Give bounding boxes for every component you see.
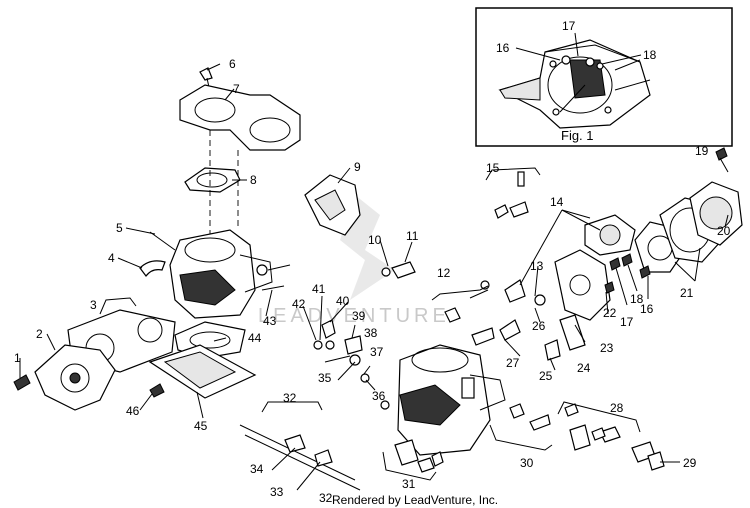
- callout-15: 15: [486, 161, 500, 175]
- callout-1: 1: [14, 351, 21, 365]
- left-carburetor-parts: [13, 67, 361, 411]
- callout-2: 2: [36, 327, 43, 341]
- callout-41: 41: [312, 282, 326, 296]
- callout-13: 13: [530, 259, 544, 273]
- callout-38: 38: [364, 326, 378, 340]
- callout-37: 37: [370, 345, 384, 359]
- inset-caption: Fig. 1: [561, 128, 594, 143]
- callout-23: 23: [600, 341, 614, 355]
- callout-28: 28: [610, 401, 624, 415]
- callout-19: 19: [695, 144, 709, 158]
- callout-21: 21: [680, 286, 694, 300]
- callout-5: 5: [116, 221, 123, 235]
- callout-22: 22: [603, 306, 617, 320]
- linkage-parts: [313, 261, 416, 383]
- callout-36: 36: [372, 389, 386, 403]
- callout-34: 34: [250, 462, 264, 476]
- callout-6: 6: [229, 57, 236, 71]
- callout-32-top: 32: [283, 391, 297, 405]
- callout-32-bottom: 32: [319, 491, 333, 505]
- callout-45: 45: [194, 419, 208, 433]
- callout-9: 9: [354, 160, 361, 174]
- callout-30: 30: [520, 456, 534, 470]
- callout-labels: 1 2 3 4 5 6 7 8 9 10 11 12 13 14 15 16 1…: [14, 57, 731, 505]
- callout-10: 10: [368, 233, 382, 247]
- callout-24: 24: [577, 361, 591, 375]
- callout-46: 46: [126, 404, 140, 418]
- callout-4: 4: [108, 251, 115, 265]
- callout-17: 17: [620, 315, 634, 329]
- callout-20: 20: [717, 224, 731, 238]
- callout-33: 33: [270, 485, 284, 499]
- callout-35: 35: [318, 371, 332, 385]
- callout-29: 29: [683, 456, 697, 470]
- inset-callout-18: 18: [643, 48, 657, 62]
- callout-16: 16: [640, 302, 654, 316]
- callout-12: 12: [437, 266, 451, 280]
- callout-44: 44: [248, 331, 262, 345]
- callout-18: 18: [630, 292, 644, 306]
- callout-8: 8: [250, 173, 257, 187]
- inset-callout-16: 16: [496, 41, 510, 55]
- callout-11: 11: [406, 229, 419, 243]
- callout-39: 39: [352, 309, 366, 323]
- footer-credit: Rendered by LeadVenture, Inc.: [332, 493, 498, 507]
- callout-3: 3: [90, 298, 97, 312]
- inset-callout-17: 17: [562, 19, 576, 33]
- callout-27: 27: [506, 356, 520, 370]
- callout-40: 40: [336, 294, 350, 308]
- leader-lines: [19, 63, 729, 491]
- callout-43: 43: [263, 314, 277, 328]
- callout-7: 7: [233, 82, 240, 96]
- inset-figure: [475, 7, 733, 147]
- callout-25: 25: [539, 369, 553, 383]
- callout-31: 31: [402, 477, 416, 491]
- callout-14: 14: [550, 195, 564, 209]
- right-carburetor-parts: [239, 147, 743, 491]
- callout-42: 42: [292, 297, 306, 311]
- callout-26: 26: [532, 319, 546, 333]
